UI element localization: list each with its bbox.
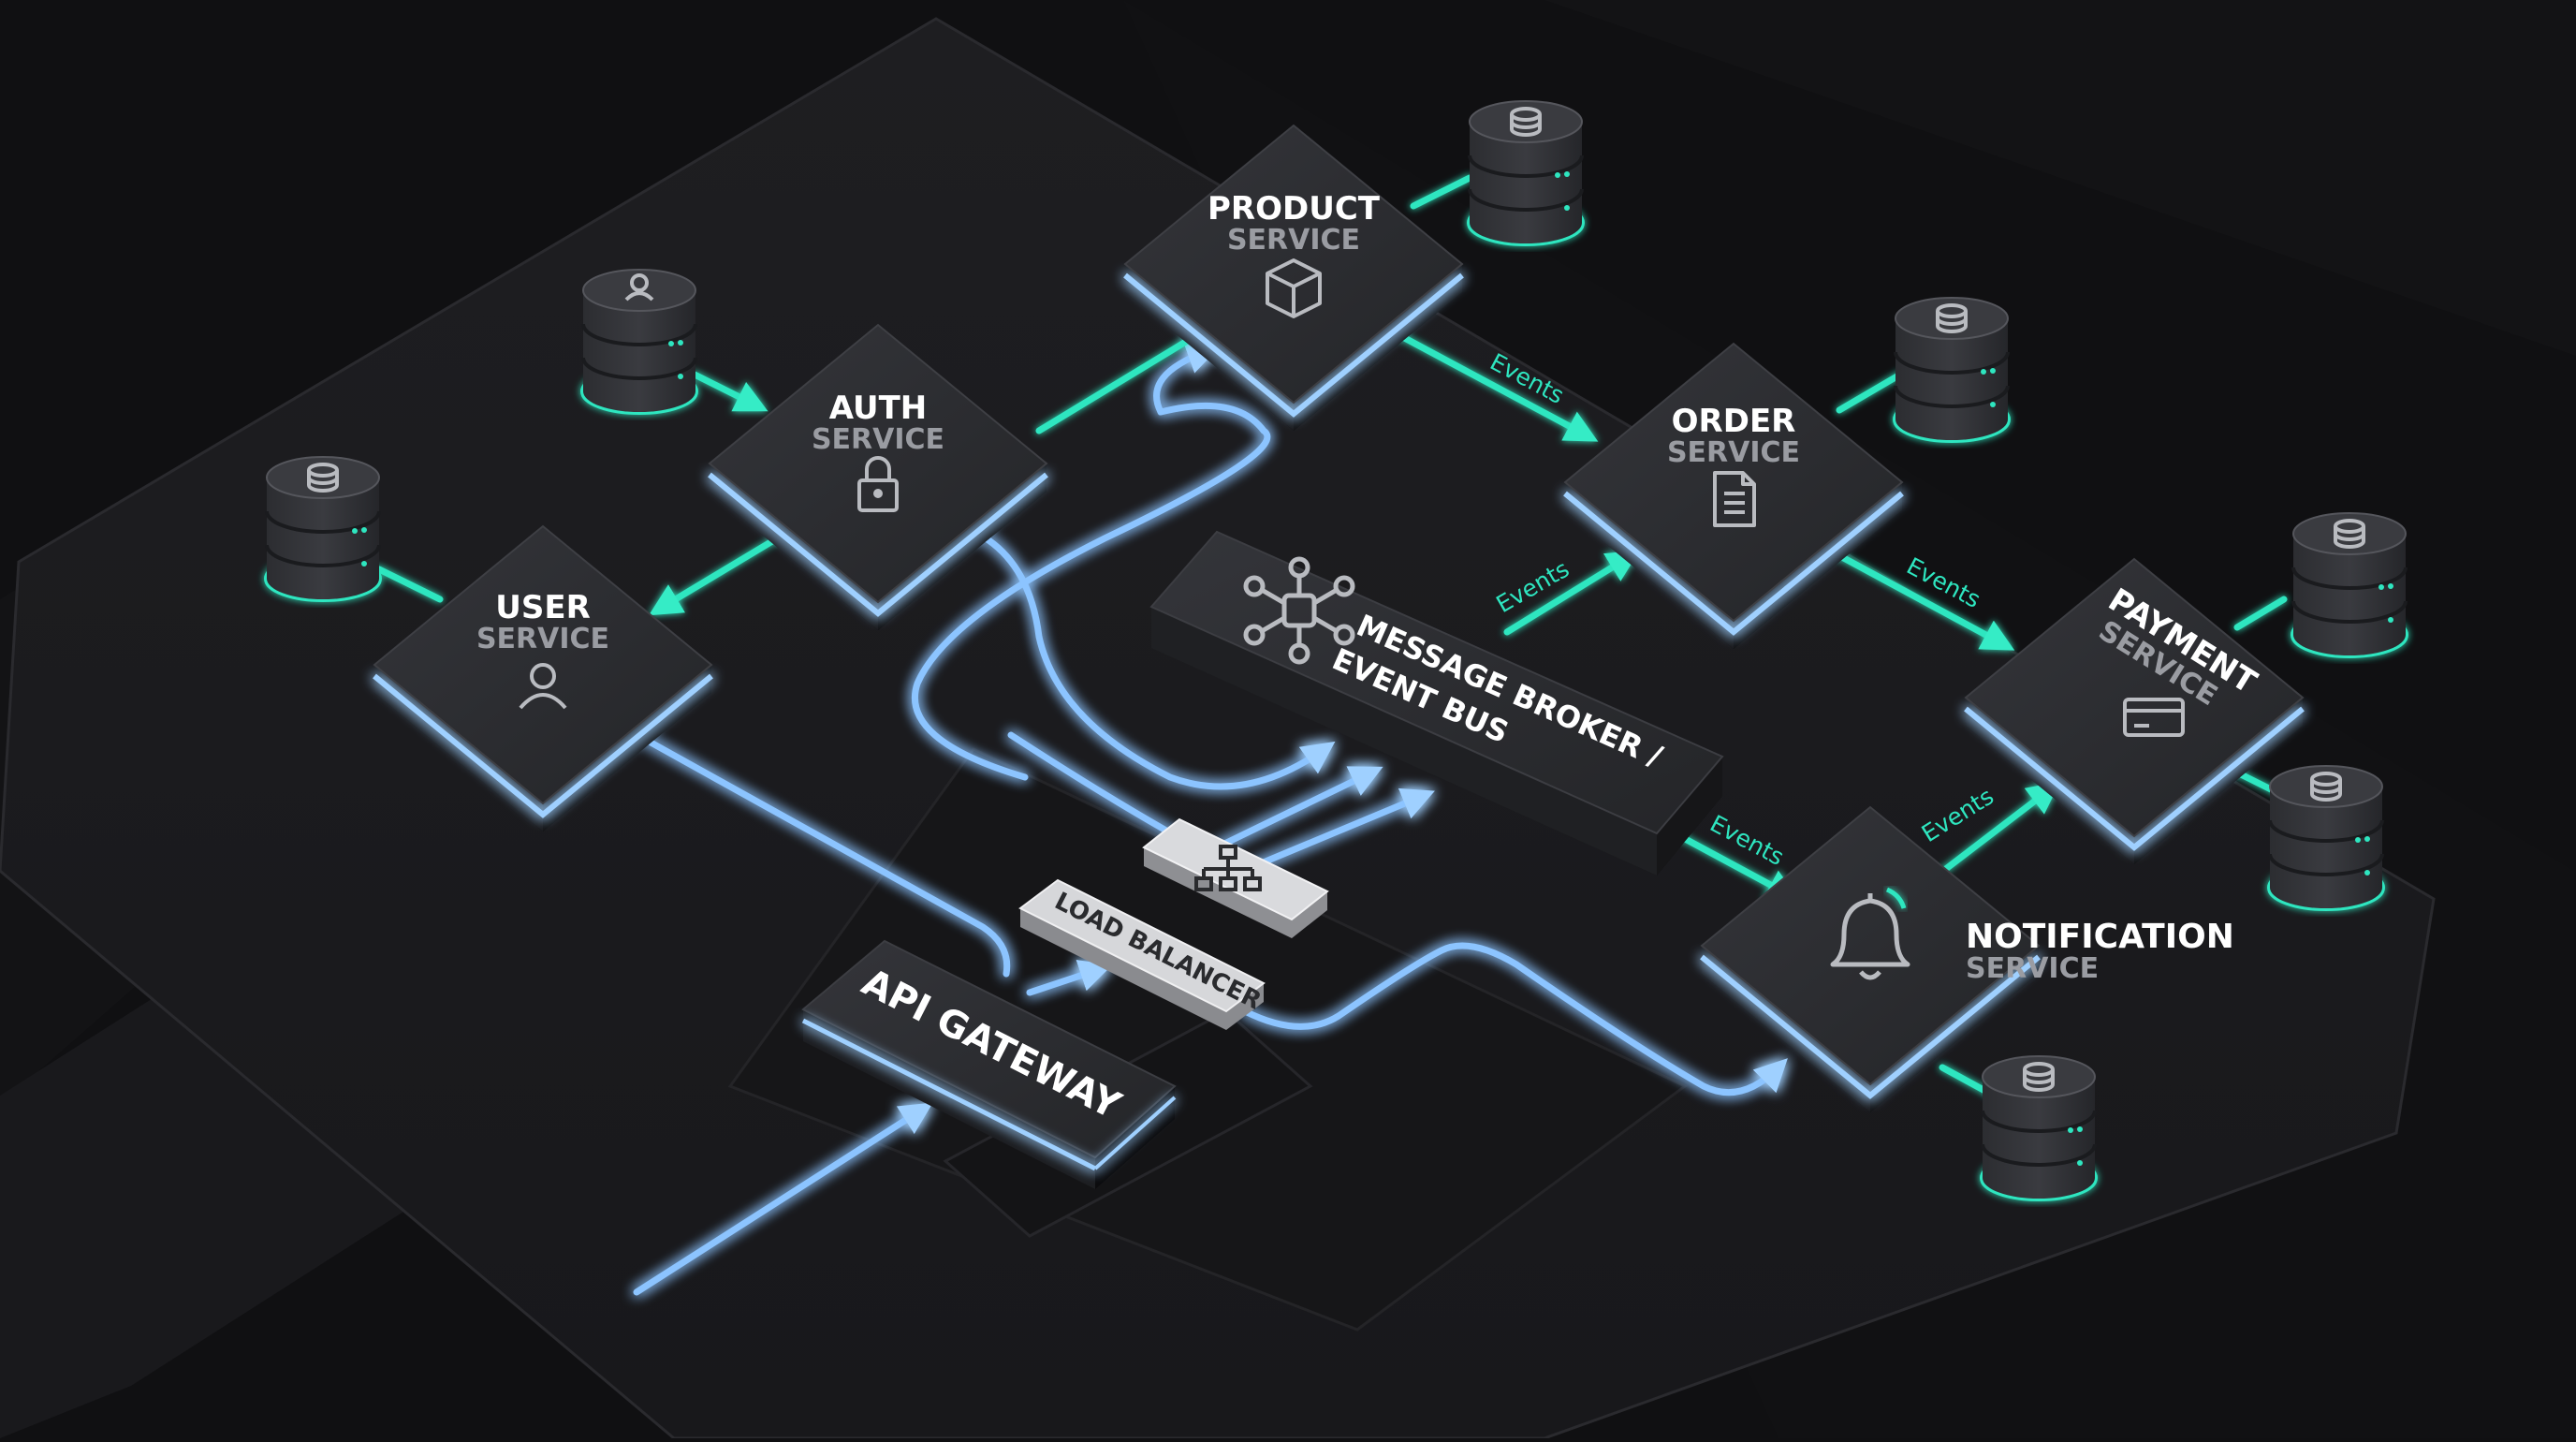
edge-broker-to-order [1503,550,1640,636]
user-icon [624,273,654,302]
edge-product-to-order [1396,331,1599,442]
document-icon [1713,471,1756,527]
load-balancer-hierarchy-block [1142,817,1329,938]
notification-title: NOTIFICATION [1966,918,2234,956]
payment-service-node: PAYMENT SERVICE [1964,557,2305,864]
edge-userdb-to-user [375,566,444,603]
database-order [1893,297,2011,443]
product-title: PRODUCT [1208,190,1381,228]
edge-lb-to-product [911,342,1271,781]
database-payment-secondary [2267,765,2385,911]
auth-service-node: AUTH SERVICE [708,323,1048,630]
edge-authdb-to-auth [691,371,768,412]
database-icon [1936,303,1968,333]
message-broker-block: MESSAGE BROKER / EVENT BUS [1149,530,1724,876]
user-icon [519,663,567,710]
credit-card-icon [2123,698,2185,737]
edge-lb-to-broker-2 [1251,787,1435,870]
bell-icon [1830,893,1910,980]
database-product [1467,100,1585,246]
database-auth [580,269,698,415]
database-icon [307,463,339,493]
user-title: USER [495,589,591,626]
cube-icon [1266,258,1322,318]
auth-subtitle: SERVICE [812,423,944,456]
edge-auth-to-lb [1007,731,1183,842]
lock-icon [857,456,899,512]
notification-subtitle: SERVICE [1966,952,2099,985]
product-service-node: PRODUCT SERVICE [1123,124,1464,431]
edge-ingress-to-gateway [633,1102,933,1296]
database-icon [2023,1062,2055,1092]
order-service-node: ORDER SERVICE [1563,342,1904,649]
edge-user-to-gateway [642,736,1011,978]
hierarchy-icon [1194,845,1262,891]
edge-auth-to-broker [974,530,1336,790]
user-service-node: USER SERVICE [373,524,713,831]
database-icon [2334,519,2365,549]
auth-title: AUTH [829,390,928,427]
bell-ring-indicator [1885,887,1907,909]
edge-auth-to-product [1035,333,1197,434]
edge-lb-to-notification [1241,942,1788,1096]
database-icon [1510,107,1542,137]
edge-order-to-payment [1826,547,2015,651]
database-notification [1980,1055,2098,1201]
edge-lb-to-broker-1 [1213,766,1383,851]
edge-productdb-to-product [1410,174,1473,210]
edge-orderdb-to-order [1836,371,1904,414]
edge-gateway-to-loadbalancer [1026,960,1113,996]
order-title: ORDER [1672,403,1796,440]
edge-auth-to-user [648,532,785,616]
database-user [264,456,382,602]
database-icon [2310,772,2342,802]
network-hub-icon [1243,556,1355,665]
request-connections [633,342,1788,1296]
notification-service-node [1700,805,2041,1112]
edge-paymentdb-to-payment [2233,596,2288,631]
database-payment [2291,512,2408,658]
edge-broker-to-notification [1662,825,1800,901]
user-subtitle: SERVICE [476,623,609,655]
order-subtitle: SERVICE [1667,436,1800,469]
product-subtitle: SERVICE [1227,224,1360,257]
